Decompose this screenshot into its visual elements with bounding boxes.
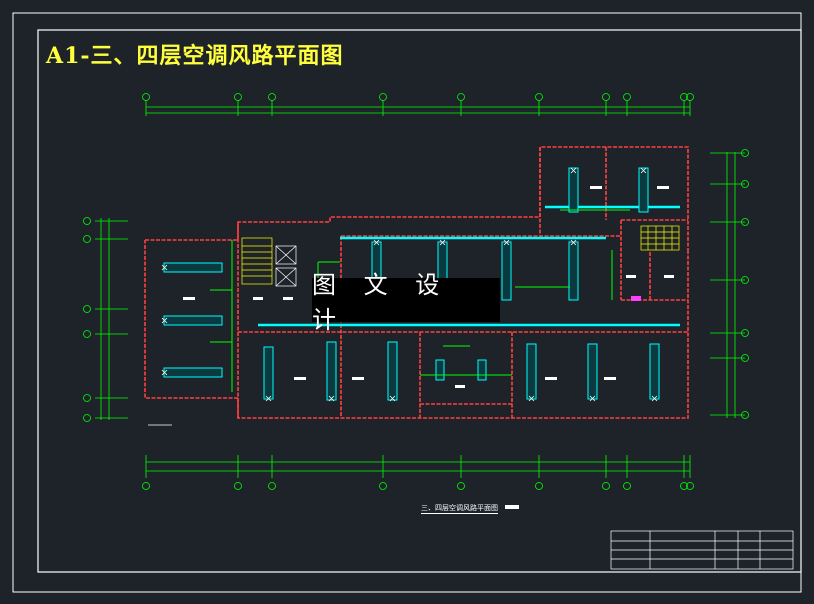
unit-markers [161,167,658,402]
stair-core [241,225,680,285]
watermark-banner: 图 文 设 计 [312,271,500,334]
fan-coil-units [263,167,660,401]
left-wing-units [163,262,223,378]
bottom-dimension-line [145,455,691,478]
building-walls [144,146,689,419]
room-tags [183,186,674,388]
title-block-grid [610,530,794,570]
elevator-shafts [275,245,297,287]
axis-bubbles [83,93,749,490]
right-dimension-line [710,152,745,418]
inner-frame [37,29,802,573]
left-dimension-line [95,218,128,420]
drawing-title: A1-三、四层空调风路平面图 [46,43,344,69]
accent-marks [148,296,641,509]
drawing-caption: 三、四层空调风路平面图 [421,504,498,514]
top-dimension-line [145,100,691,116]
main-ducts [258,205,680,327]
